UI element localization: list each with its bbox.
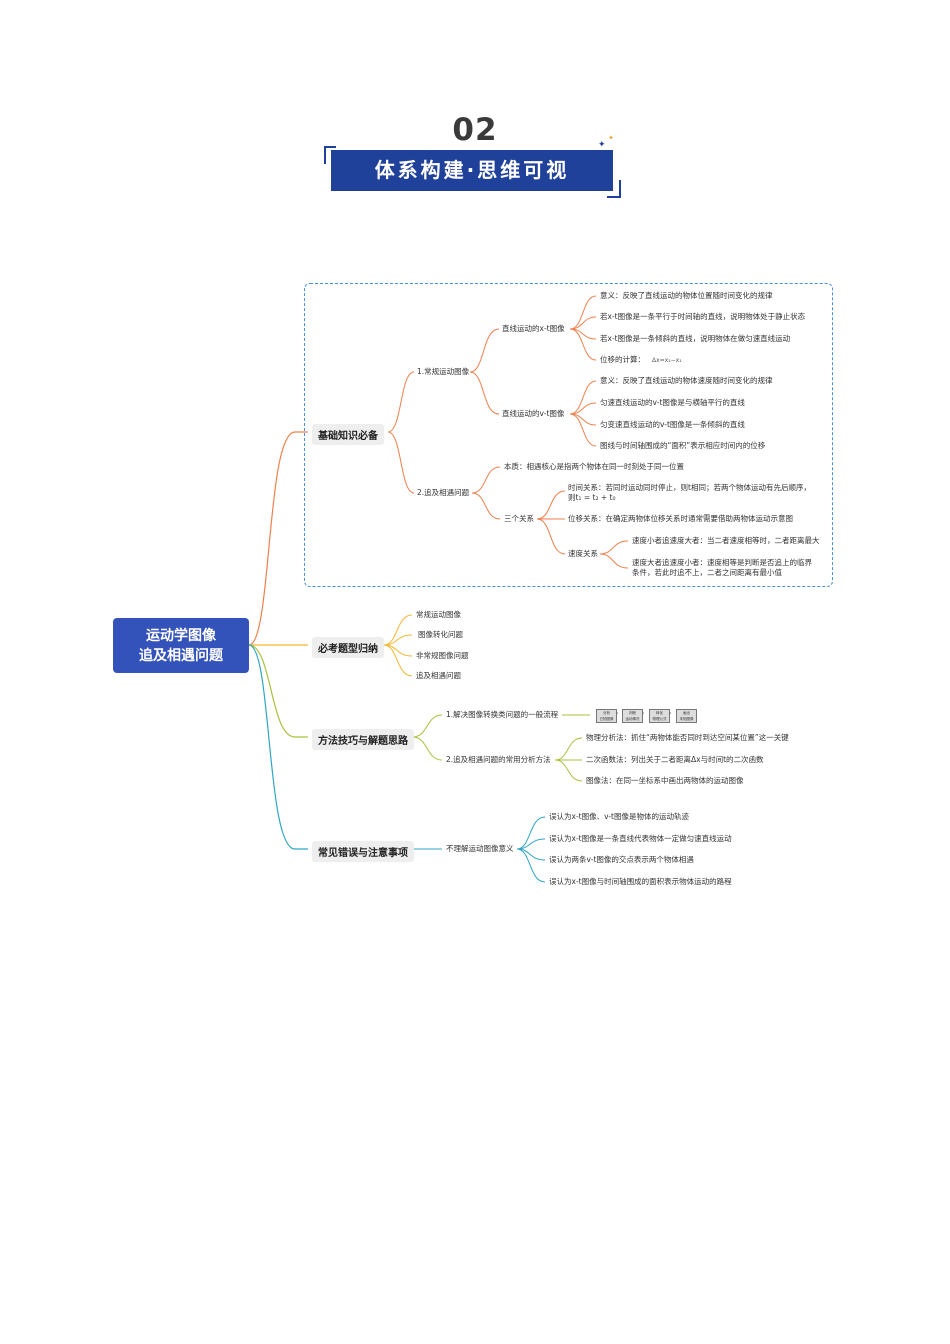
- arrow-right-icon: ›: [669, 710, 672, 717]
- node-vt-graph[interactable]: 直线运动的v-t图像: [502, 409, 565, 418]
- sparkle-small-icon: ✦: [608, 134, 614, 142]
- section-number: 02: [452, 112, 498, 148]
- type-item: 图像转化问题: [418, 630, 463, 639]
- mistake-item: 误认为x-t图像与时间轴围成的面积表示物体运动的路程: [549, 877, 732, 886]
- link-root-methods: [248, 644, 308, 738]
- root-title-line1: 运动学图像: [146, 628, 216, 644]
- vt-item: 匀速直线运动的v-t图像是与横轴平行的直线: [600, 398, 745, 407]
- method-item: 二次函数法：列出关于二者距离Δx与时间t的二次函数: [586, 755, 764, 764]
- method-item: 物理分析法：抓住“两物体能否同时到达空间某位置”这一关键: [586, 733, 789, 742]
- node-conversion-flow[interactable]: 1.解决图像转换类问题的一般流程: [446, 710, 559, 719]
- arrow-right-icon: ›: [616, 710, 619, 717]
- type-item: 追及相遇问题: [416, 671, 461, 680]
- banner-corner-tl: [324, 146, 336, 164]
- pursuit-essence: 本质：相遇核心是指两个物体在同一时刻处于同一位置: [504, 462, 684, 471]
- branch-methods[interactable]: 方法技巧与解题思路: [312, 729, 414, 750]
- mistake-item: 误认为两条v-t图像的交点表示两个物体相遇: [549, 855, 694, 864]
- root-node[interactable]: 运动学图像 追及相遇问题: [113, 618, 249, 673]
- branch-mistakes[interactable]: 常见错误与注意事项: [312, 841, 414, 862]
- node-regular-graphs[interactable]: 1.常规运动图像: [417, 367, 470, 376]
- node-analysis-methods[interactable]: 2.追及相遇问题的常用分析方法: [446, 755, 551, 764]
- branch-types[interactable]: 必考题型归纳: [312, 637, 384, 658]
- flow-step-4: 画出未知图像: [676, 709, 697, 723]
- node-three-relations[interactable]: 三个关系: [504, 514, 534, 523]
- type-item: 非常规图像问题: [416, 651, 469, 660]
- vt-item: 匀变速直线运动的v-t图像是一条倾斜的直线: [600, 420, 745, 429]
- method-item: 图像法：在同一坐标系中画出两物体的运动图像: [586, 776, 744, 785]
- arrow-right-icon: ›: [642, 710, 645, 717]
- node-xt-graph[interactable]: 直线运动的x-t图像: [502, 324, 565, 333]
- xt-item: 若x-t图像是一条平行于时间轴的直线，说明物体处于静止状态: [600, 312, 806, 321]
- xt-item: 位移的计算：: [600, 355, 645, 364]
- time-relation: 时间关系：若同时运动同时停止，则t相同；若两个物体运动有先后顺序，: [568, 483, 811, 492]
- link-root-basics: [248, 431, 308, 646]
- time-relation-formula: 则t₁ = t₂ + t₀: [568, 493, 616, 502]
- speed-case-a: 速度小者追速度大者：当二者速度相等时，二者距离最大: [632, 536, 820, 545]
- link-root-mistakes: [248, 644, 308, 850]
- flow-step-3: 转化物理公式: [649, 709, 670, 723]
- displacement-relation: 位移关系：在确定两物体位移关系时通常需要借助两物体运动示意图: [568, 514, 793, 523]
- section-title: 体系构建·思维可视: [331, 150, 613, 191]
- mistake-item: 误认为x-t图像是一条直线代表物体一定做匀速直线运动: [549, 834, 732, 843]
- vt-item: 意义：反映了直线运动的物体速度随时间变化的规律: [600, 376, 773, 385]
- basics-dashed-frame: [304, 283, 833, 587]
- flow-step-1: 分析已知图像: [596, 709, 617, 723]
- node-misunderstanding[interactable]: 不理解运动图像意义: [446, 844, 514, 853]
- flow-step-2: 判断运动情况: [622, 709, 643, 723]
- speed-case-b: 速度大者追速度小者：速度相等是判断是否追上的临界: [632, 558, 812, 567]
- node-speed-relation[interactable]: 速度关系: [568, 549, 598, 558]
- displacement-formula: Δx=x₂−x₁: [652, 357, 682, 364]
- mistake-item: 误认为x-t图像、v-t图像是物体的运动轨迹: [549, 812, 689, 821]
- branch-basics[interactable]: 基础知识必备: [312, 424, 384, 445]
- node-pursuit[interactable]: 2.追及相遇问题: [417, 488, 470, 497]
- type-item: 常规运动图像: [416, 610, 461, 619]
- root-title-line2: 追及相遇问题: [139, 648, 223, 664]
- xt-item: 意义：反映了直线运动的物体位置随时间变化的规律: [600, 291, 773, 300]
- xt-item: 若x-t图像是一条倾斜的直线，说明物体在做匀速直线运动: [600, 334, 791, 343]
- vt-item: 图线与时间轴围成的“面积”表示相应时间内的位移: [600, 441, 766, 450]
- sparkle-icon: ✦: [598, 140, 606, 150]
- banner-corner-br: [607, 180, 621, 198]
- speed-case-b-cont: 条件，若此时追不上，二者之间距离有最小值: [632, 568, 782, 577]
